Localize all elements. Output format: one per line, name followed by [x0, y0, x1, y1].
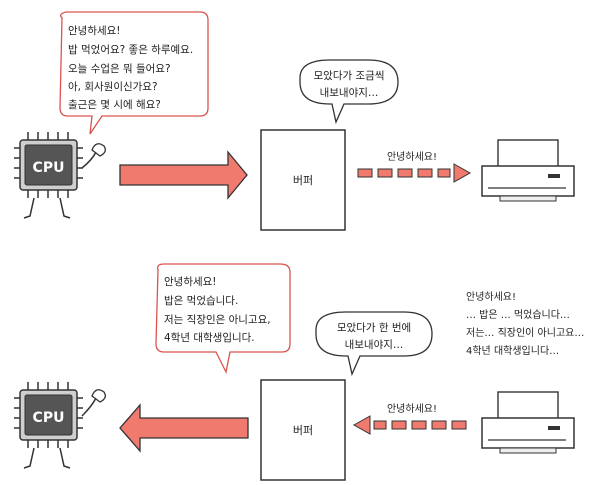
cpu-speech-line: 안녕하세요! — [68, 24, 121, 37]
printer-text-line: 4학년 대학생입니다… — [466, 344, 559, 357]
cpu-label: CPU — [33, 410, 65, 426]
printer-to-buffer-dashed-arrow: 안녕하세요! — [352, 402, 467, 435]
buffer-to-printer-dashed-arrow: 안녕하세요! — [357, 150, 472, 183]
cpu-label: CPU — [33, 160, 65, 176]
buffer-box-bottom: 버퍼 — [260, 379, 346, 481]
cpu-chip-icon: CPU — [14, 132, 106, 219]
printer-icon — [481, 139, 575, 202]
buffer-speech-bubble-bottom: 모았다가 한 번에 내보내야지… — [315, 311, 433, 377]
buffer-label: 버퍼 — [293, 424, 313, 437]
cpu-speech-line: 4학년 대학생입니다. — [164, 331, 255, 344]
buffer-speech-line: 내보내야지… — [345, 338, 404, 351]
buffer-to-cpu-arrow — [119, 403, 249, 453]
cpu-speech-bubble-bottom — [155, 263, 291, 374]
dashed-arrow-label: 안녕하세요! — [387, 150, 437, 163]
cpu-to-buffer-arrow — [119, 150, 248, 200]
cpu-speech-line: 밥 먹었어요? 좋은 하루예요. — [68, 43, 193, 56]
buffer-speech-line: 모았다가 한 번에 — [337, 322, 411, 334]
cpu-speech-line: 출근은 몇 시에 해요? — [68, 98, 161, 111]
buffer-label: 버퍼 — [293, 174, 313, 187]
cpu-chip-icon: CPU — [14, 382, 106, 469]
cpu-speech-bubble-top — [59, 11, 209, 135]
buffer-speech-line: 내보내야지… — [320, 86, 379, 99]
printer-text-line: … 밥은 … 먹었습니다… — [466, 309, 570, 321]
buffer-speech-line: 모았다가 조금씩 — [314, 70, 385, 82]
printer-text-line: 저는… 직장인이 아니고요… — [466, 327, 584, 339]
cpu-speech-text-top: 안녕하세요! 밥 먹었어요? 좋은 하루예요. 오늘 수업은 뭐 들어요? 아,… — [68, 24, 193, 111]
dashed-arrow-label: 안녕하세요! — [387, 402, 437, 415]
cpu-speech-line: 오늘 수업은 뭐 들어요? — [68, 62, 171, 75]
cpu-speech-line: 아, 회사원이신가요? — [68, 81, 158, 93]
buffer-box-top: 버퍼 — [260, 129, 346, 231]
printer-text-line: 안녕하세요! — [466, 290, 516, 303]
printer-icon — [481, 391, 575, 454]
printer-output-text: 안녕하세요! … 밥은 … 먹었습니다… 저는… 직장인이 아니고요… 4학년 … — [466, 290, 584, 357]
cpu-speech-line: 밥은 먹었습니다. — [164, 295, 238, 307]
buffer-speech-bubble-top: 모았다가 조금씩 내보내야지… — [299, 59, 399, 125]
cpu-speech-line: 저는 직장인은 아니고요, — [164, 314, 271, 326]
cpu-speech-text-bottom: 안녕하세요! 밥은 먹었습니다. 저는 직장인은 아니고요, 4학년 대학생입니… — [164, 275, 271, 344]
cpu-speech-line: 안녕하세요! — [164, 275, 217, 288]
